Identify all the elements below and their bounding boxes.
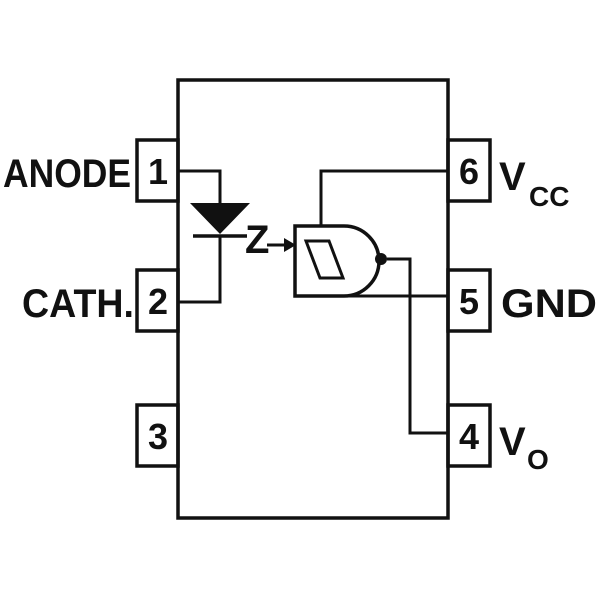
nand-output-bubble bbox=[375, 253, 387, 265]
pin-1-number: 1 bbox=[148, 151, 168, 192]
pin-3-box bbox=[135, 403, 180, 468]
pin-4-number: 4 bbox=[459, 416, 479, 457]
pin-6-number: 6 bbox=[459, 151, 479, 192]
schmitt-trigger-symbol bbox=[303, 239, 346, 280]
pin-5-number: 5 bbox=[459, 281, 479, 322]
anode-wire bbox=[178, 169, 222, 203]
pin-2-label: CATH. bbox=[22, 282, 134, 326]
cathode-wire bbox=[178, 235, 222, 304]
pin-6-label-sub: CC bbox=[529, 181, 569, 212]
output-wire bbox=[387, 257, 448, 435]
pin-5-label: GND bbox=[501, 282, 597, 326]
pin-3-number: 3 bbox=[148, 416, 168, 457]
pin-4-box bbox=[446, 403, 492, 468]
pin-6-label: V bbox=[499, 155, 526, 199]
pin-5-box bbox=[446, 268, 492, 333]
pin-4-label-sub: O bbox=[527, 444, 549, 475]
light-arrow-head bbox=[284, 238, 296, 252]
emission-label: Z bbox=[245, 218, 269, 262]
pin-4-label: V bbox=[499, 420, 526, 464]
pin-1-label: ANODE bbox=[3, 152, 131, 196]
led-diode-triangle bbox=[190, 203, 250, 234]
pin-2-number: 2 bbox=[148, 281, 168, 322]
vcc-wire bbox=[319, 169, 448, 226]
